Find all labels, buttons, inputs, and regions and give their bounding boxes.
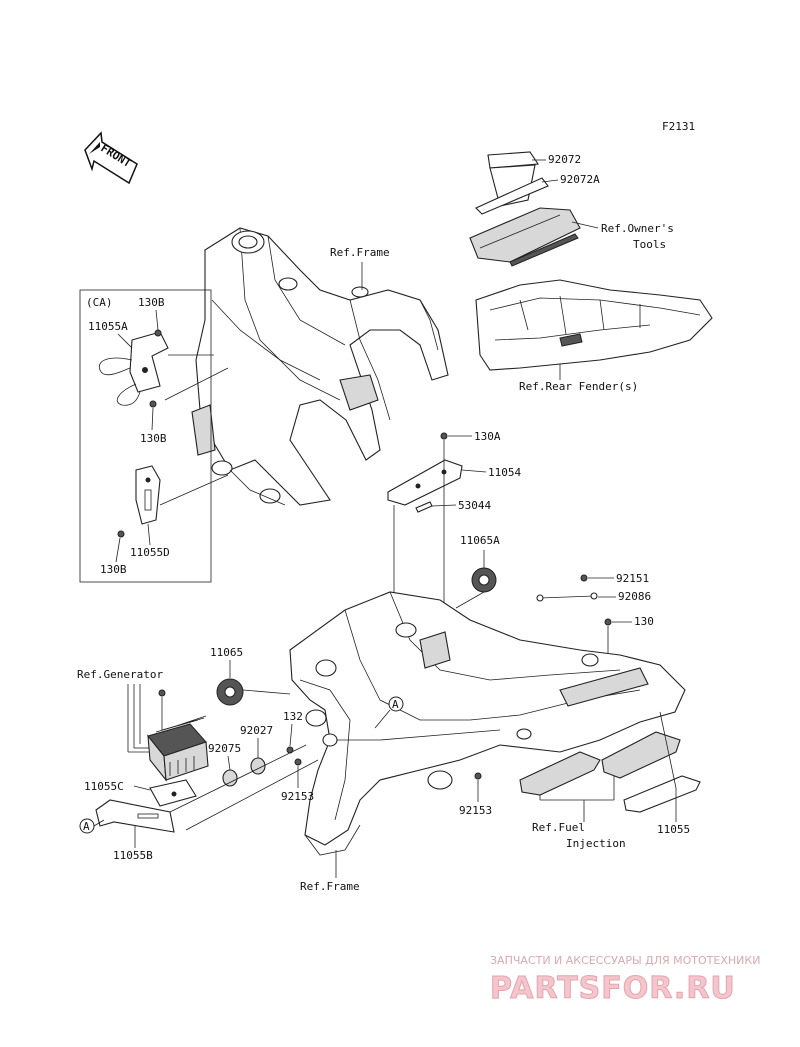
label-11055D: 11055D: [130, 546, 170, 559]
cover-fuel-injection-right: [601, 731, 681, 779]
bracket-11055D: [135, 465, 161, 525]
bolt-92153-right: [474, 772, 482, 780]
bracket-11054: [387, 459, 463, 506]
bolt-130B-bot: [117, 530, 125, 538]
label-92151: 92151: [616, 572, 649, 585]
label-ref-fuel-1: Ref.Fuel: [532, 821, 585, 834]
svg-text:A: A: [392, 698, 399, 711]
label-ref-generator: Ref.Generator: [77, 668, 163, 681]
label-11055: 11055: [657, 823, 690, 836]
label-11055A: 11055A: [88, 320, 128, 333]
label-ref-frame-top: Ref.Frame: [330, 246, 390, 259]
bolt-generator: [158, 689, 166, 697]
label-53044: 53044: [458, 499, 491, 512]
ca-label: (CA): [86, 296, 113, 309]
regulator-rectifier: [147, 715, 209, 782]
label-11055C: 11055C: [84, 780, 124, 793]
label-ref-frame-bottom: Ref.Frame: [300, 880, 360, 893]
label-130: 130: [634, 615, 654, 628]
label-11055B: 11055B: [113, 849, 153, 862]
label-92072A: 92072A: [560, 173, 600, 186]
collar-92075: [222, 769, 238, 787]
label-132: 132: [283, 710, 303, 723]
rear-fender: [475, 279, 713, 371]
label-11065: 11065: [210, 646, 243, 659]
ca-box: [79, 289, 212, 583]
bolt-92151: [580, 574, 588, 582]
main-frame-lower: [289, 591, 686, 856]
marker-a-right: [388, 696, 404, 712]
bracket-11055B: [95, 799, 175, 833]
label-92153-right: 92153: [459, 804, 492, 817]
main-frame-upper: [191, 227, 449, 506]
bolt-130A: [440, 432, 448, 440]
bracket-11055: [623, 775, 701, 813]
bolt-92153-left: [294, 758, 302, 766]
label-11065A: 11065A: [460, 534, 500, 547]
label-ref-rear-fender: Ref.Rear Fender(s): [519, 380, 638, 393]
grommet-11065A: [471, 567, 497, 593]
label-130B-mid: 130B: [140, 432, 167, 445]
tool-kit: [469, 207, 581, 267]
label-130B-top: 130B: [138, 296, 165, 309]
svg-text:A: A: [83, 820, 90, 833]
watermark-tagline: ЗАПЧАСТИ И АКСЕССУАРЫ ДЛЯ МОТОТЕХНИКИ: [490, 954, 760, 967]
label-ref-fuel-2: Injection: [566, 837, 626, 850]
strap-92072A: [475, 177, 549, 215]
label-92027: 92027: [240, 724, 273, 737]
front-arrow-icon: FRONT: [84, 131, 138, 185]
label-11054: 11054: [488, 466, 521, 479]
grommet-11065: [216, 678, 244, 706]
label-92072: 92072: [548, 153, 581, 166]
figure-id: F2131: [662, 120, 695, 133]
label-130A: 130A: [474, 430, 501, 443]
label-92075: 92075: [208, 742, 241, 755]
watermark-brand: PARTSFOR.RU: [490, 971, 736, 1006]
wire-92086: [536, 592, 598, 602]
bolt-130B-mid: [149, 400, 157, 408]
bolt-130: [604, 618, 612, 626]
label-ref-owners-tools-2: Tools: [633, 238, 666, 251]
cover-fuel-injection-left: [519, 751, 601, 796]
bracket-11055C: [149, 779, 197, 807]
bracket-11055A: [98, 331, 169, 406]
label-92086: 92086: [618, 590, 651, 603]
label-130B-bot: 130B: [100, 563, 127, 576]
damper-53044: [415, 501, 433, 513]
bolt-130B-top: [154, 329, 162, 337]
label-92153-left: 92153: [281, 790, 314, 803]
label-ref-owners-tools-1: Ref.Owner's: [601, 222, 674, 235]
